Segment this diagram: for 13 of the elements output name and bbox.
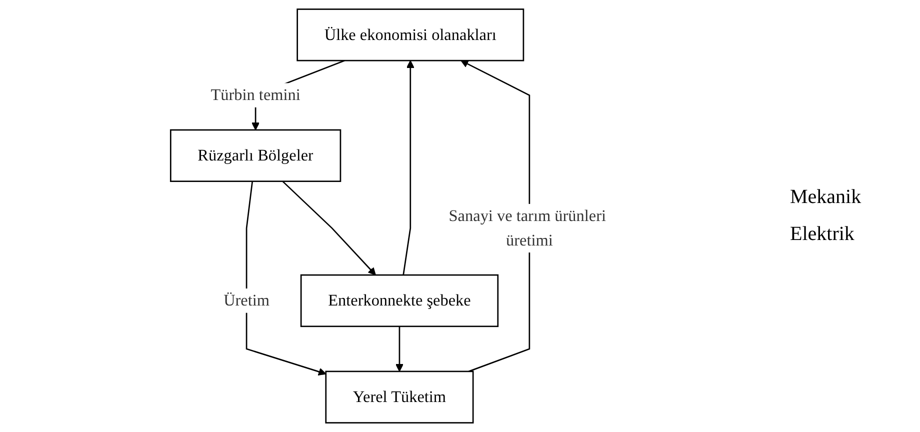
node-box: Yerel Tüketim <box>325 370 474 424</box>
arrow <box>246 181 326 376</box>
node-box: Rüzgarlı Bölgeler <box>170 129 342 182</box>
edge-label: Türbin temini <box>210 86 300 104</box>
arrow <box>395 326 404 372</box>
arrow <box>282 180 376 276</box>
note-text: Elektrik <box>790 223 856 246</box>
node-box: Enterkonnekte şebeke <box>300 274 498 328</box>
edge-label: Üretim <box>223 291 270 310</box>
node-box: Ülke ekonomisi olanakları <box>296 8 524 62</box>
edge-label: Sanayi ve tarım ürünleri üretimi <box>448 206 606 249</box>
arrow <box>402 60 414 276</box>
note-text: Mekanik <box>790 186 862 209</box>
